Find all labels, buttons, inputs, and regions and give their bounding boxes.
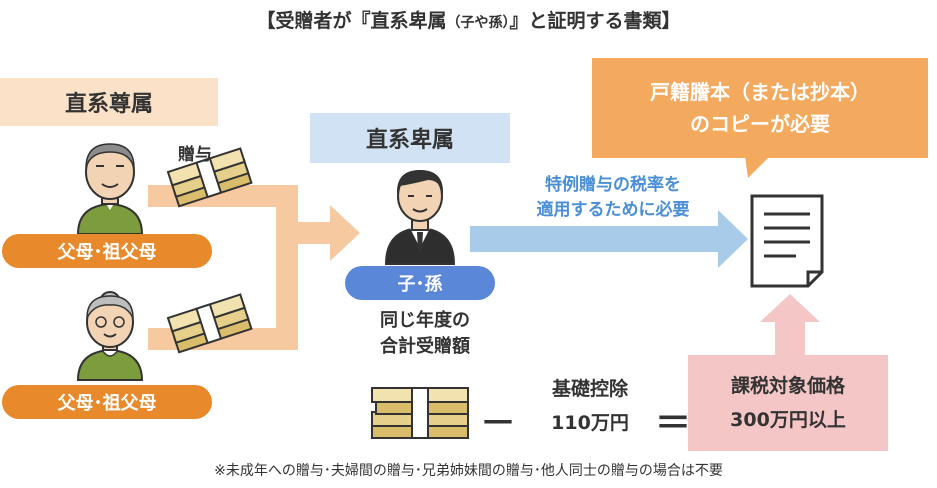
- same-year-line1: 同じ年度の: [380, 310, 470, 331]
- money-stack-icon: [166, 147, 253, 208]
- taxable-amount-box: 課税対象価格 300万円以上: [688, 355, 888, 451]
- deduction-line2: 110万円: [551, 412, 629, 434]
- callout-tail: [745, 156, 770, 178]
- money-stack-icon: [166, 293, 253, 354]
- callout-line1: 戸籍謄本（または抄本）: [650, 80, 870, 104]
- descendants-label: 直系卑属: [310, 113, 510, 163]
- large-money-stack-icon: [371, 387, 469, 439]
- pink-up-arrow: [760, 294, 820, 360]
- footnote: ※未成年への贈与･夫婦間の贈与･兄弟姉妹間の贈与･他人同士の贈与の場合は不要: [214, 463, 723, 479]
- special-rate-note: 特例贈与の税率を 適用するために必要: [498, 173, 728, 223]
- special-rate-line2: 適用するために必要: [536, 200, 690, 220]
- grandmother-icon: [76, 291, 144, 381]
- child-label: 子･孫: [345, 266, 495, 300]
- same-year-line2: 合計受贈額: [380, 336, 470, 357]
- ancestors-label: 直系尊属: [0, 78, 218, 126]
- grandmother-label: 父母･祖父母: [2, 385, 212, 419]
- callout-line2: のコピーが必要: [690, 112, 830, 136]
- diagram-title: 【受贈者が『直系卑属（子や孫）』と証明する書類】: [256, 10, 681, 32]
- grandfather-icon: [76, 143, 144, 235]
- minus-sign: －: [480, 403, 517, 444]
- gift-label: 贈与: [178, 145, 212, 165]
- child-icon: [384, 170, 456, 265]
- taxable-line1: 課税対象価格: [730, 375, 845, 397]
- same-year-total-label: 同じ年度の 合計受贈額: [330, 308, 520, 360]
- equals-sign: ＝: [655, 403, 692, 444]
- taxable-line2: 300万円以上: [730, 409, 846, 431]
- basic-deduction-label: 基礎控除 110万円: [525, 372, 655, 440]
- document-icon: [750, 194, 824, 288]
- grandfather-label: 父母･祖父母: [2, 234, 212, 268]
- document-callout: 戸籍謄本（または抄本） のコピーが必要: [592, 58, 928, 158]
- deduction-line1: 基礎控除: [551, 378, 628, 400]
- blue-arrow: [470, 210, 748, 268]
- special-rate-line1: 特例贈与の税率を: [545, 175, 681, 195]
